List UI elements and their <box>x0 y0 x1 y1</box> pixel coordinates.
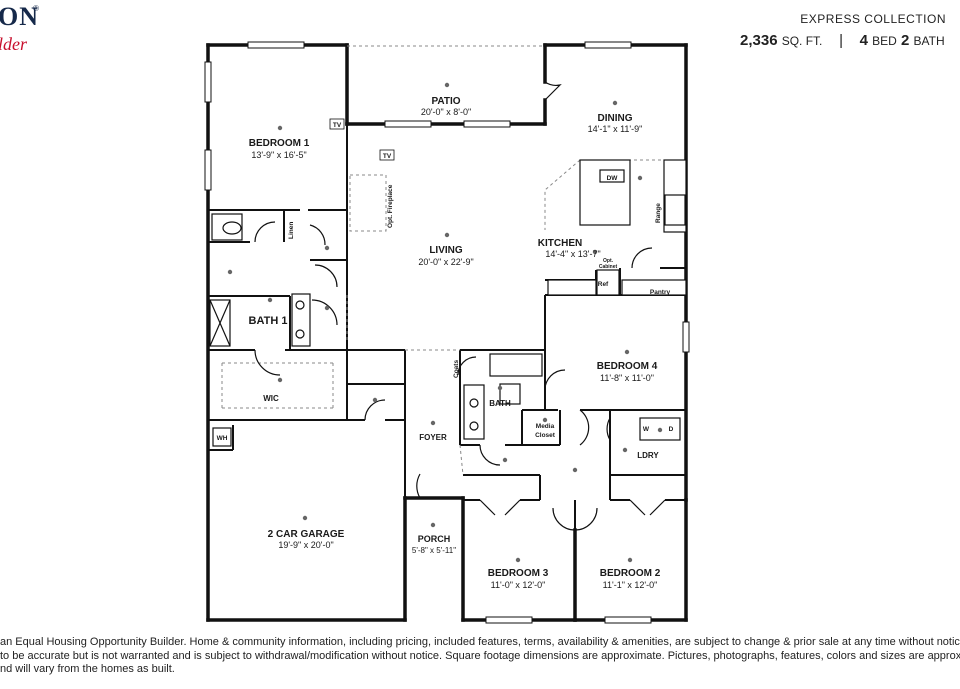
pantry-label: Pantry <box>650 289 671 296</box>
legal-disclaimer: an Equal Housing Opportunity Builder. Ho… <box>0 636 960 677</box>
media-closet-label-1: Media <box>536 423 555 430</box>
sqft-value: 2,336 <box>740 32 778 49</box>
floor-plan: BEDROOM 1 13'-9" x 16'-5" PATIO 20'-0" x… <box>204 41 690 624</box>
logo-tagline: lder <box>0 34 27 54</box>
dashed-outlines <box>221 45 686 476</box>
logo-wordmark: ON <box>0 2 39 31</box>
kitchen-fixtures <box>547 159 687 296</box>
kitchen-dim: 14'-4" x 13'-7" <box>545 249 600 259</box>
tv-label-living: TV <box>383 153 392 160</box>
registered-mark: ® <box>33 4 39 13</box>
bedroom1-name: BEDROOM 1 <box>249 138 310 149</box>
patio-name: PATIO <box>431 96 460 107</box>
plan-stats: 2,336 SQ. FT. | 4 BED 2 BATH <box>740 32 945 49</box>
washer-label: W <box>643 426 650 433</box>
disclaimer-line-1: an Equal Housing Opportunity Builder. Ho… <box>0 636 960 648</box>
beds-unit: BED <box>872 34 897 48</box>
water-heater-label: WH <box>217 435 228 442</box>
stats-separator: | <box>839 32 843 49</box>
tv-label-bedroom: TV <box>333 122 342 129</box>
wic-name: WIC <box>263 394 279 403</box>
baths-value: 2 <box>901 32 910 49</box>
room-dots <box>227 82 663 563</box>
dining-dim: 14'-1" x 11'-9" <box>588 124 643 134</box>
dishwasher-label: DW <box>607 175 619 182</box>
bedroom3-name: BEDROOM 3 <box>488 568 549 579</box>
disclaimer-line-2: to be accurate but is not warranted and … <box>0 649 960 662</box>
porch-name: PORCH <box>418 534 451 544</box>
fixture-labels: TV TV Opt. Fireplace Linen DW Range Opt.… <box>217 118 674 442</box>
dryer-label: D <box>669 426 674 433</box>
laundry-name: LDRY <box>637 451 659 460</box>
coats-label: Coats <box>453 360 460 378</box>
collection-title: EXPRESS COLLECTION <box>800 12 946 26</box>
fireplace-label: Opt. Fireplace <box>387 184 394 228</box>
bedroom4-dim: 11'-8" x 11'-0" <box>600 373 654 383</box>
garage-dim: 19'-9" x 20'-0" <box>278 540 333 550</box>
bedroom4-name: BEDROOM 4 <box>597 361 658 372</box>
baths-unit: BATH <box>913 34 945 48</box>
porch-dim: 5'-8" x 5'-11" <box>412 546 456 555</box>
range-label: Range <box>655 203 662 223</box>
sqft-unit: SQ. FT. <box>781 34 823 48</box>
room-labels: BEDROOM 1 13'-9" x 16'-5" PATIO 20'-0" x… <box>249 96 661 590</box>
beds-value: 4 <box>859 32 868 49</box>
opt-cabinet-label-1: Opt. <box>603 258 614 264</box>
patio-dim: 20'-0" x 8'-0" <box>421 107 471 117</box>
disclaimer-line-3: nd will vary from the homes as built. <box>0 663 175 675</box>
living-name: LIVING <box>429 245 463 256</box>
kitchen-name: KITCHEN <box>538 238 582 249</box>
interior-walls <box>208 124 686 530</box>
ref-label: Ref <box>598 281 609 288</box>
bath-fixtures <box>209 213 681 447</box>
linen-label: Linen <box>288 222 295 239</box>
doors <box>254 81 666 531</box>
garage-name: 2 CAR GARAGE <box>268 529 345 540</box>
bedroom2-dim: 11'-1" x 12'-0" <box>603 580 658 590</box>
windows <box>204 41 690 624</box>
living-dim: 20'-0" x 22'-9" <box>418 257 473 267</box>
opt-cabinet-label-2: Cabinet <box>599 264 618 270</box>
bedroom3-dim: 11'-0" x 12'-0" <box>491 580 546 590</box>
dining-name: DINING <box>598 113 633 124</box>
media-closet-label-2: Closet <box>535 432 556 439</box>
bedroom2-name: BEDROOM 2 <box>600 568 661 579</box>
foyer-name: FOYER <box>419 433 447 442</box>
bath-name: BATH <box>489 399 511 408</box>
bedroom1-dim: 13'-9" x 16'-5" <box>251 150 306 160</box>
bath1-name: BATH 1 <box>249 315 288 327</box>
